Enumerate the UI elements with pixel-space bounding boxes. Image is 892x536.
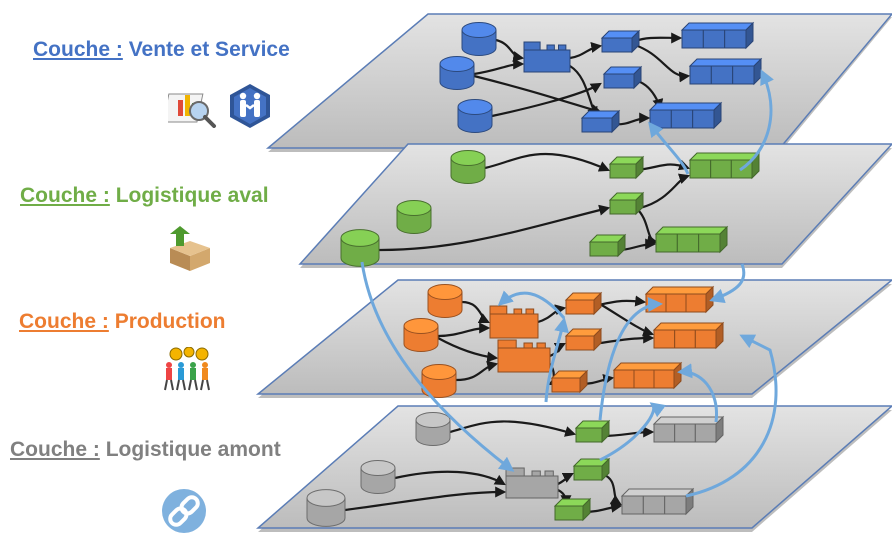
process-block	[580, 109, 621, 134]
flow-link	[557, 473, 574, 485]
resource-bank	[688, 57, 763, 86]
inter-layer-link	[544, 317, 569, 403]
data-store-cylinder	[427, 284, 463, 318]
flow-link	[484, 152, 611, 172]
layer-title-prefix: Couche :	[10, 438, 100, 461]
process-block-green	[574, 419, 611, 444]
layer-title-name: Logistique aval	[115, 184, 269, 207]
resource-bank	[644, 285, 715, 314]
flow-link	[378, 204, 611, 252]
inter-layer-link	[598, 297, 663, 421]
flow-link	[473, 58, 525, 76]
inter-layer-link	[360, 261, 515, 472]
flow-link	[461, 300, 490, 323]
data-store-cylinder	[396, 200, 432, 234]
resource-bank	[652, 321, 725, 350]
process-block	[600, 29, 641, 54]
inter-layer-link	[685, 334, 778, 498]
resource-bank	[654, 225, 729, 254]
box-recycle-icon	[170, 226, 210, 271]
process-nodes	[306, 21, 763, 527]
data-store-cylinder	[439, 56, 475, 90]
resource-bank	[680, 21, 755, 50]
process-block	[608, 191, 645, 216]
assembly-block	[523, 41, 571, 73]
layer-title-name: Production	[114, 310, 226, 333]
resource-bank	[688, 151, 761, 180]
flow-link	[455, 360, 499, 382]
chain-link-icon	[162, 489, 206, 533]
data-store-cylinder	[415, 412, 451, 446]
process-block-green	[553, 497, 592, 522]
inter-layer-link	[599, 402, 667, 462]
flow-link	[437, 322, 491, 338]
layer-title-name: Vente et Service	[128, 38, 290, 61]
flow-link	[344, 486, 507, 512]
data-store-cylinder	[457, 99, 493, 133]
layer-title-prefix: Couche :	[20, 184, 110, 207]
data-store-cylinder	[403, 318, 439, 352]
resource-bank	[652, 415, 725, 444]
resource-bank	[620, 487, 695, 516]
layer-title-aval: Couche : Logistique aval	[20, 184, 269, 208]
flow-link	[549, 343, 566, 358]
flow-link	[569, 42, 603, 60]
data-store-cylinder	[461, 22, 497, 56]
inter-layer-link	[739, 69, 774, 172]
assembly-block	[489, 305, 539, 339]
flow-link	[449, 420, 577, 437]
process-block	[564, 327, 603, 352]
resource-bank	[648, 101, 723, 130]
assembly-block	[505, 467, 559, 499]
layer-title-vente: Couche : Vente et Service	[33, 38, 290, 62]
flow-link	[537, 304, 567, 324]
inter-layer-link	[709, 263, 746, 304]
data-store-cylinder	[421, 364, 457, 398]
flow-link	[639, 173, 691, 210]
handshake-icon	[230, 84, 270, 128]
flow-link	[631, 42, 691, 83]
layer-title-prefix: Couche :	[19, 310, 109, 333]
data-store-cylinder	[450, 150, 486, 184]
intra-layer-links	[344, 32, 691, 514]
inter-layer-link	[497, 290, 566, 319]
analytics-chart-icon	[168, 93, 216, 128]
process-block	[602, 65, 643, 90]
resource-bank	[612, 361, 683, 390]
layer-title-prefix: Couche :	[33, 38, 123, 61]
process-block	[588, 233, 627, 258]
layer-title-amont: Couche : Logistique amont	[10, 438, 281, 462]
inter-layer-link	[677, 363, 718, 423]
data-store-cylinder	[360, 460, 396, 494]
process-block	[564, 291, 603, 316]
layer-title-name: Logistique amont	[105, 438, 281, 461]
layer-title-production: Couche : Production	[19, 310, 226, 334]
process-block	[608, 155, 645, 180]
flow-link	[437, 337, 499, 363]
inter-layer-link	[648, 121, 690, 175]
flow-link	[394, 470, 506, 486]
assembly-block	[497, 339, 551, 373]
process-block	[550, 369, 589, 394]
flow-link	[495, 38, 525, 62]
flow-link	[473, 74, 603, 115]
team-gears-icon	[164, 347, 210, 391]
plane-vente	[265, 13, 892, 152]
flow-link	[491, 82, 602, 118]
data-store-cylinder	[340, 229, 380, 267]
process-block-green	[572, 457, 611, 482]
data-store-cylinder	[306, 489, 346, 527]
inter-layer-links	[360, 69, 778, 498]
